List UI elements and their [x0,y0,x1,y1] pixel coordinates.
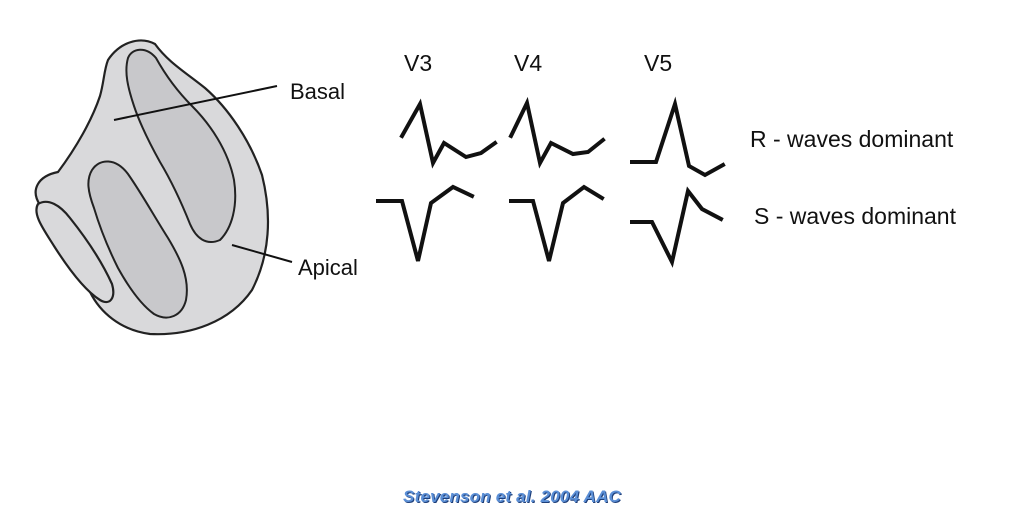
v4-apical-trace [509,184,605,262]
v3-basal-trace [399,98,498,169]
lead-v5-label: V5 [644,50,672,76]
citation: Stevenson et al. 2004 AAC [403,487,621,506]
heart-illustration [34,39,270,336]
lead-v3-label: V3 [404,50,432,76]
ventricle-flap [35,200,115,304]
apical-leader-line [231,244,293,263]
v5-basal-trace [630,96,726,178]
lead-v4-label: V4 [514,50,542,76]
ventricle-cavity-lower [87,160,188,319]
ventricle-cavity-upper [125,48,237,243]
basal-leader-line [113,85,278,121]
apical-label: Apical [298,255,358,280]
s-waves-dominant-label: S - waves dominant [754,203,957,229]
v4-basal-trace [508,96,606,169]
v5-apical-trace [630,186,724,268]
basal-label: Basal [290,79,345,104]
v3-apical-trace [376,184,475,262]
r-waves-dominant-label: R - waves dominant [750,126,954,152]
